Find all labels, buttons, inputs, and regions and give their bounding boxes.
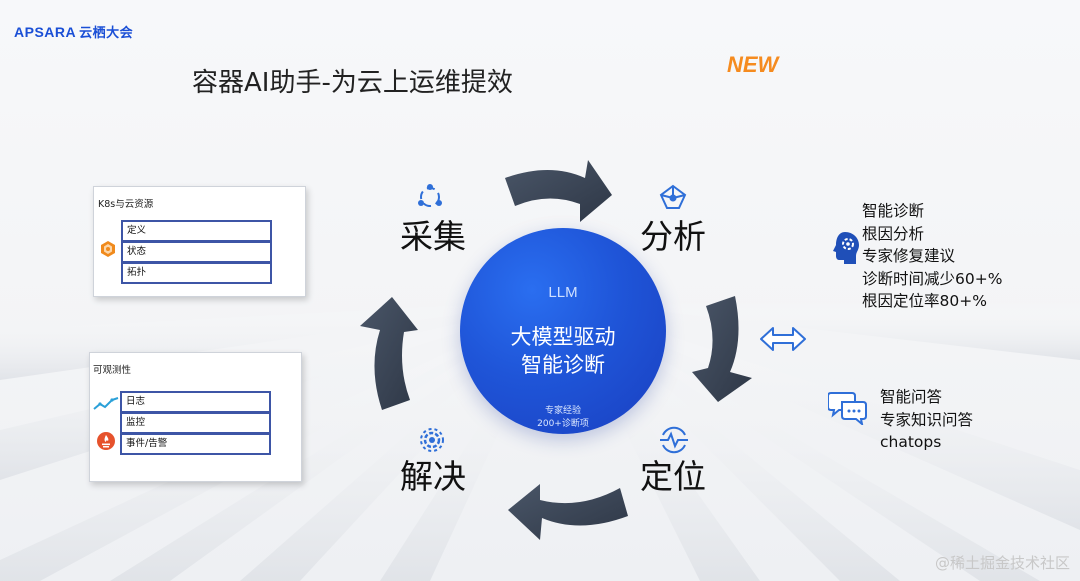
logo-cn: 云栖大会 — [79, 26, 134, 41]
stage-analyze: 分析 — [640, 217, 706, 256]
locate-pulse-icon — [660, 426, 688, 454]
watermark: @稀土掘金技术社区 — [934, 554, 1070, 572]
list-item: 根因分析 — [862, 224, 925, 243]
analyze-network-icon — [659, 184, 687, 209]
llm-label: LLM — [548, 284, 578, 301]
collect-icon — [418, 184, 442, 207]
list-item: 拓扑 — [121, 262, 272, 284]
arrow-solve-to-collect — [360, 297, 418, 410]
panel-k8s-title: K8s与云资源 — [98, 199, 154, 210]
logo-text: APSARA — [14, 24, 77, 40]
list-item: 专家知识问答 — [880, 410, 974, 429]
arrow-collect-to-analyze — [505, 160, 612, 222]
prometheus-icon — [97, 432, 115, 450]
list-item: chatops — [880, 433, 942, 451]
trend-line-icon — [93, 397, 119, 410]
qa-list: 智能问答 专家知识问答 chatops — [880, 386, 973, 454]
panel-observability-title: 可观测性 — [93, 365, 132, 376]
solve-gear-icon — [420, 428, 444, 452]
list-item: 智能问答 — [880, 388, 943, 406]
bidirectional-arrow-icon — [760, 327, 806, 351]
stage-locate: 定位 — [640, 457, 706, 496]
expert-experience: 专家经验 200+诊断项 — [460, 405, 666, 431]
diagnosis-list: 智能诊断 根因分析 专家修复建议 诊断时间减少60+% 根因定位率80+% — [862, 200, 1002, 313]
expert-line-1: 专家经验 — [544, 406, 581, 416]
stage-collect: 采集 — [400, 217, 466, 256]
chat-bubbles-icon — [828, 392, 867, 425]
list-item: 专家修复建议 — [862, 247, 956, 265]
expert-line-2: 200+诊断项 — [537, 419, 589, 429]
arrow-locate-to-solve — [508, 484, 628, 540]
llm-core-title: 大模型驱动 智能诊断 — [460, 323, 666, 379]
list-item: 根因定位率80+% — [862, 292, 987, 310]
core-title-line-2: 智能诊断 — [521, 353, 605, 377]
kubernetes-cube-icon — [101, 241, 115, 257]
stage-solve: 解决 — [400, 457, 466, 496]
slide-title: 容器AI助手-为云上运维提效 — [192, 68, 513, 98]
arrow-analyze-to-locate — [692, 296, 752, 402]
brain-gear-icon — [833, 232, 859, 264]
list-item: 诊断时间减少60+% — [862, 269, 1003, 288]
new-badge: NEW — [727, 52, 779, 77]
llm-core-circle — [460, 228, 666, 434]
list-item: 智能诊断 — [862, 202, 925, 220]
list-item: 事件/告警 — [120, 433, 271, 455]
core-title-line-1: 大模型驱动 — [510, 325, 616, 349]
